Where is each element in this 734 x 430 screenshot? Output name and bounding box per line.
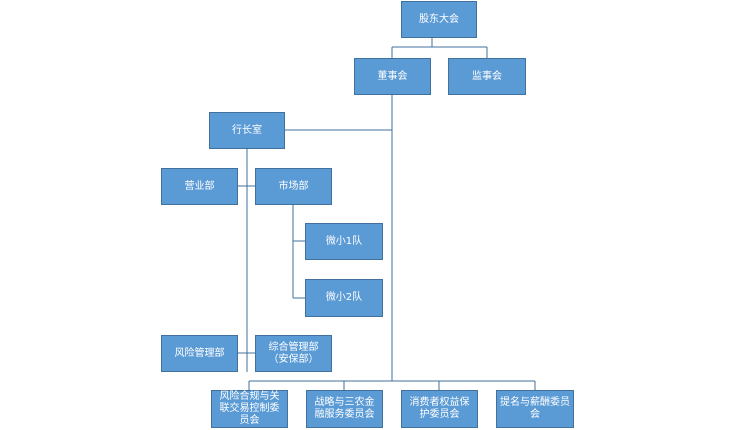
risk-mgmt-dept-label: 风险管理部 [174, 347, 225, 359]
committee-risk-compliance-box: 风险合规与关联交易控制委员会 [211, 390, 288, 428]
general-mgmt-dept-box: 综合管理部（安保部） [255, 335, 332, 372]
business-dept-box: 营业部 [161, 168, 238, 205]
board-of-supervisors-label: 监事会 [472, 70, 502, 82]
micro-team-1-label: 微小1队 [325, 235, 363, 247]
micro-team-2-label: 微小2队 [325, 292, 363, 303]
committee-strategy-box: 战略与三农金融服务委员会 [306, 390, 383, 428]
committee-nomination-remuneration-box: 提名与薪酬委员会 [496, 390, 574, 428]
board-of-supervisors-box: 监事会 [448, 58, 526, 95]
shareholders-meeting-label: 股东大会 [419, 13, 459, 25]
president-office-box: 行长室 [209, 112, 285, 149]
board-of-directors-box: 董事会 [354, 58, 431, 95]
president-office-label: 行长室 [232, 124, 262, 136]
marketing-dept-label: 市场部 [278, 180, 309, 192]
board-of-directors-label: 董事会 [377, 70, 408, 82]
committee-consumer-protection-box: 消费者权益保护委员会 [401, 390, 478, 428]
business-dept-label: 营业部 [184, 180, 215, 192]
committee-label: 消费者权益保护委员会 [409, 397, 470, 420]
risk-mgmt-dept-box: 风险管理部 [161, 335, 238, 372]
committee-label: 提名与薪酬委员会 [500, 397, 570, 420]
general-mgmt-dept-label: 综合管理部（安保部） [268, 341, 319, 365]
micro-team-1-box: 微小1队 [305, 223, 383, 260]
shareholders-meeting-box: 股东大会 [401, 1, 477, 38]
micro-team-2-box: 微小2队 [305, 279, 383, 317]
committee-label: 战略与三农金融服务委员会 [314, 397, 375, 420]
marketing-dept-box: 市场部 [255, 168, 332, 205]
committee-label: 风险合规与关联交易控制委员会 [219, 391, 280, 426]
